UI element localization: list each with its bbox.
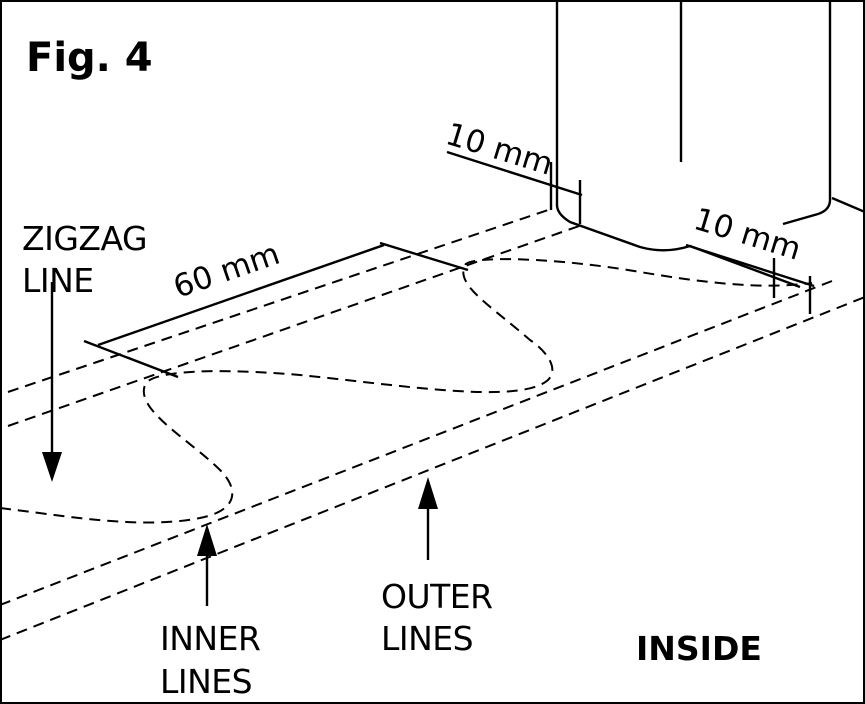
inner-lines-label-line2: LINES: [160, 662, 252, 701]
inner-lines: [0, 224, 833, 606]
dim-10-right-label: 10 mm: [690, 201, 805, 268]
dim-60-tick-right: [379, 241, 469, 272]
inner-lines-arrow: [197, 524, 217, 606]
cabinet-outline: [555, 0, 865, 289]
zigzag-line: [0, 258, 813, 524]
dim-10-top-label: 10 mm: [442, 116, 557, 183]
outer-lines-arrow: [418, 477, 438, 560]
dimension-10mm-right: [685, 243, 815, 314]
cabinet-side-edge: [831, 196, 865, 214]
inner-line-bottom: [0, 280, 833, 606]
inner-arrow-head: [197, 524, 217, 556]
outer-lines-label-line2: LINES: [381, 619, 473, 658]
dim-60-tick-left: [83, 339, 179, 379]
zigzag-label-line1: ZIGZAG: [22, 219, 147, 258]
dim-60-line: [97, 243, 385, 347]
dim-10-top-line: [446, 150, 583, 197]
zigzag-arrow-head: [42, 452, 62, 482]
zigzag-arrow: [42, 282, 62, 482]
dimension-60mm: [83, 241, 469, 379]
zigzag-label-line2: LINE: [22, 261, 94, 300]
inner-lines-label-line1: INNER: [160, 619, 260, 658]
outer-lines-label-line1: OUTER: [381, 577, 493, 616]
dimension-10mm-top: [446, 150, 583, 224]
dim-10-right-line: [685, 243, 815, 288]
outer-lines: [0, 209, 865, 641]
cabinet-right-corner: [782, 0, 832, 226]
cabinet-base-curve: [555, 204, 801, 289]
inside-label: INSIDE: [636, 629, 762, 668]
figure-title: Fig. 4: [26, 35, 153, 81]
outer-line-top: [7, 209, 549, 393]
outer-line-bottom: [0, 296, 865, 641]
dim-60-label: 60 mm: [169, 236, 284, 306]
inner-line-top: [7, 224, 583, 427]
outer-arrow-head: [418, 477, 438, 509]
